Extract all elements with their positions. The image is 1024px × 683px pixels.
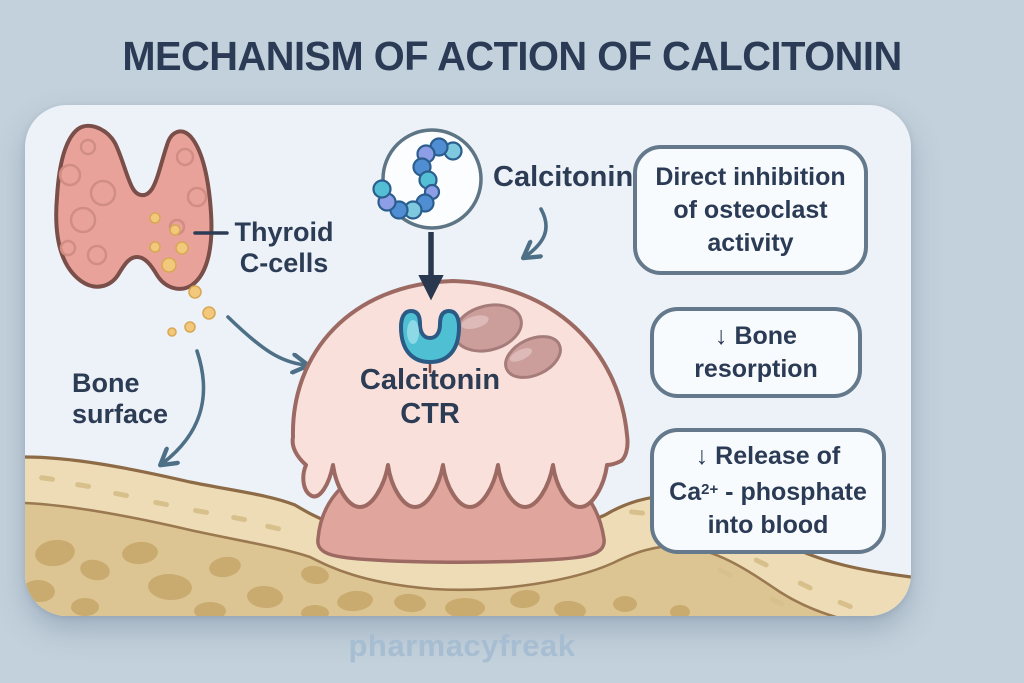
thyroid-follicles [58, 138, 208, 266]
ctr-receptor-label: Calcitonin CTR [359, 364, 501, 430]
diagram-panel: Thyroid C-cells Bone surface Calcitonin … [25, 105, 911, 616]
bone-inner-line [25, 501, 837, 616]
thyroid-illustration [54, 123, 229, 337]
thyroid-gland-shape [54, 123, 214, 291]
osteoclast-nucleus [453, 303, 523, 353]
bone-surface-label: Bone surface [72, 368, 169, 429]
watermark: pharmacyfreak [348, 628, 576, 663]
calcitonin-molecule-icon [372, 128, 483, 301]
secretion-granules [149, 212, 189, 273]
page-title: MECHANISM OF ACTION OF CALCITONIN [122, 33, 902, 79]
diagram-canvas [25, 123, 911, 616]
calcitonin-label: Calcitonin [493, 161, 634, 193]
osteoclast-cell-illustration [290, 279, 630, 564]
outcome-box-calcium-release: ↓ Release of Ca2+ - phosphate into blood [650, 428, 886, 554]
thyroid-c-cells-label: Thyroid C-cells [234, 217, 334, 278]
arrow-granules-to-bone-icon [163, 349, 206, 463]
granule-trail [167, 285, 216, 337]
bone-inner-layer [25, 503, 911, 616]
outcome-box-bone-resorption: ↓ Bone resorption [650, 307, 862, 398]
outcome-box-direct-inhibition: Direct inhibition of osteoclast activity [633, 145, 868, 275]
bone-illustration [25, 455, 911, 616]
superscript-2plus: 2+ [701, 481, 719, 498]
ctr-receptor-icon [399, 309, 461, 373]
arrow-granules-to-osteoclast-icon [226, 315, 305, 365]
osteoclast-nucleus [504, 335, 562, 379]
flow-arrows [163, 207, 548, 463]
bone-trabeculae [25, 539, 690, 616]
molecule-bead-chain [372, 137, 463, 220]
arrow-calcitonin-to-osteoclast-icon [526, 207, 548, 256]
